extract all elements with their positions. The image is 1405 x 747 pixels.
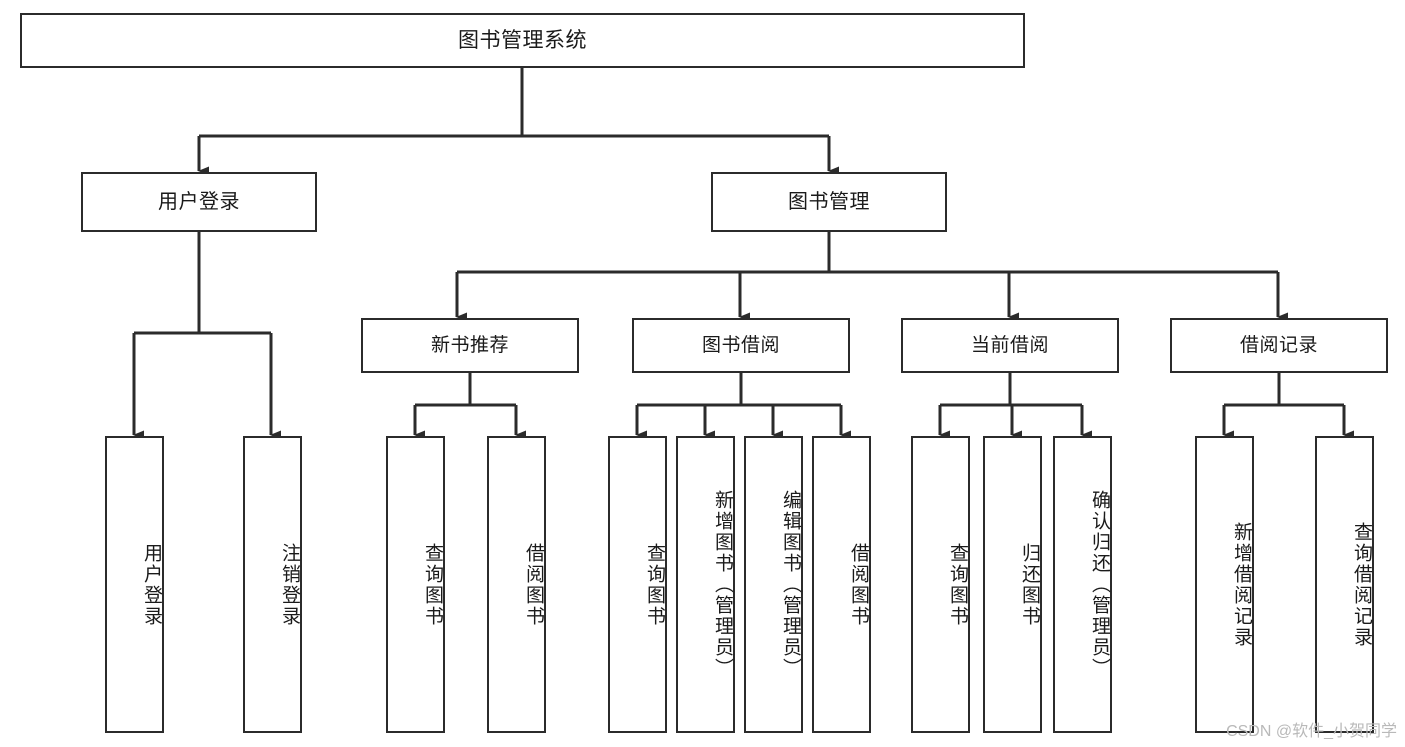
node-leaf-add-book[interactable]: 新增图书（管理员） xyxy=(676,436,735,733)
node-leaf-query-record[interactable]: 查询借阅记录 xyxy=(1315,436,1374,733)
node-current-borrow[interactable]: 当前借阅 xyxy=(901,318,1119,373)
node-book-borrow[interactable]: 图书借阅 xyxy=(632,318,850,373)
watermark-text: CSDN @软件_小贺同学 xyxy=(1226,723,1397,740)
node-label: 用户登录 xyxy=(141,542,162,627)
node-leaf-borrow-book-2[interactable]: 借阅图书 xyxy=(812,436,871,733)
node-label: 注销登录 xyxy=(279,542,300,627)
node-label: 借阅图书 xyxy=(848,542,869,627)
node-leaf-edit-book[interactable]: 编辑图书（管理员） xyxy=(744,436,803,733)
node-borrow-record[interactable]: 借阅记录 xyxy=(1170,318,1388,373)
node-label: 图书管理系统 xyxy=(458,28,587,52)
node-label: 图书借阅 xyxy=(701,334,780,356)
node-new-book-recommend[interactable]: 新书推荐 xyxy=(361,318,579,373)
node-leaf-query-book-3[interactable]: 查询图书 xyxy=(911,436,970,733)
node-leaf-query-book-2[interactable]: 查询图书 xyxy=(608,436,667,733)
node-label: 用户登录 xyxy=(158,190,240,213)
node-label: 查询借阅记录 xyxy=(1351,521,1372,648)
node-label: 当前借阅 xyxy=(970,334,1049,356)
node-user-login[interactable]: 用户登录 xyxy=(81,172,317,232)
node-leaf-return-book[interactable]: 归还图书 xyxy=(983,436,1042,733)
node-label: 借阅记录 xyxy=(1239,334,1318,356)
node-leaf-user-login[interactable]: 用户登录 xyxy=(105,436,164,733)
node-label: 确认归还（管理员） xyxy=(1089,490,1110,679)
node-label: 新书推荐 xyxy=(430,334,509,356)
node-leaf-logout[interactable]: 注销登录 xyxy=(243,436,302,733)
node-label: 查询图书 xyxy=(947,542,968,627)
node-label: 借阅图书 xyxy=(523,542,544,627)
node-leaf-add-record[interactable]: 新增借阅记录 xyxy=(1195,436,1254,733)
node-label: 新增图书（管理员） xyxy=(712,490,733,679)
node-root[interactable]: 图书管理系统 xyxy=(20,13,1025,68)
node-book-manage[interactable]: 图书管理 xyxy=(711,172,947,232)
connector-group xyxy=(132,68,1354,440)
node-label: 新增借阅记录 xyxy=(1231,521,1252,648)
node-label: 编辑图书（管理员） xyxy=(780,490,801,679)
node-leaf-query-book-1[interactable]: 查询图书 xyxy=(386,436,445,733)
node-leaf-confirm-return[interactable]: 确认归还（管理员） xyxy=(1053,436,1112,733)
node-label: 查询图书 xyxy=(422,542,443,627)
node-leaf-borrow-book-1[interactable]: 借阅图书 xyxy=(487,436,546,733)
node-label: 查询图书 xyxy=(644,542,665,627)
node-label: 图书管理 xyxy=(788,190,870,213)
node-label: 归还图书 xyxy=(1019,542,1040,627)
